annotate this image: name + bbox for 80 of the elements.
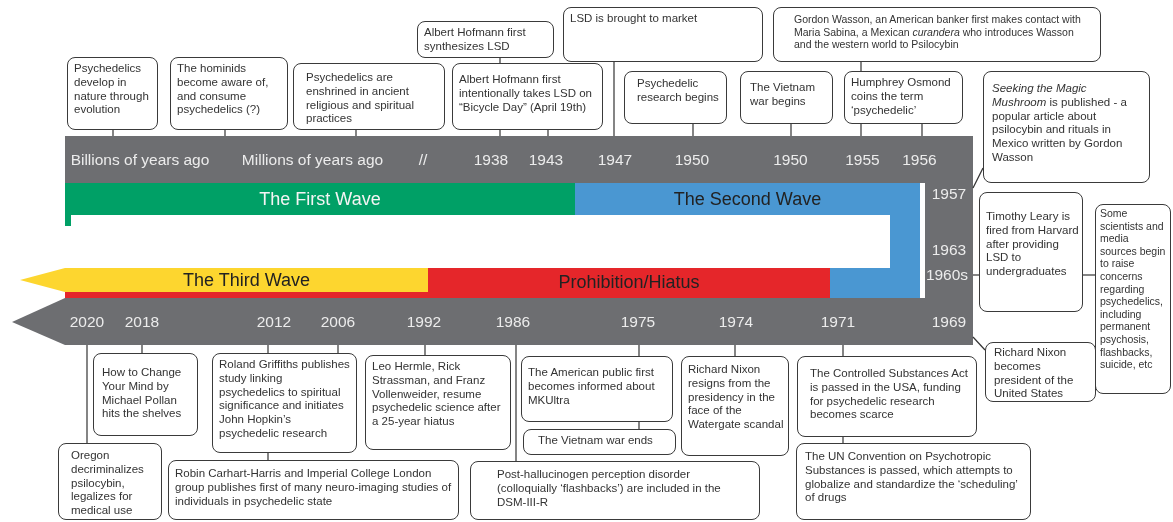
leader-line [267,452,269,461]
wave-label: Prohibition/Hiatus [558,271,700,293]
leader-line [141,344,143,354]
year-label: 2006 [320,312,356,331]
year-label: 1992 [406,312,442,331]
leader-line [638,344,640,357]
leader-line [860,123,862,137]
year-label: 1947 [597,150,633,169]
leader-line [790,123,792,137]
year-label: 1975 [620,312,656,331]
event-callout: The American public first becomes informed about MKUltra [521,356,673,422]
event-callout: The UN Convention on Psychotropic Substances is passed, which attempts to globalize and standardize the ‘scheduling’ of drugs [796,443,1031,520]
leader-line [86,344,88,444]
year-label: 2018 [124,312,160,331]
leader-line [638,421,640,430]
year-label: 1971 [820,312,856,331]
wave-label: The Second Wave [673,188,822,210]
year-label: 1969 [931,312,967,331]
leader-line [515,344,517,462]
leader-line [267,344,269,354]
event-callout: Albert Hofmann first synthesizes LSD [417,21,554,58]
leader-line [112,129,114,137]
year-label: 1963 [931,241,967,259]
event-callout: Post-hallucinogen perception disorder (colloquially ‘flashbacks’) are included in the DSM-III-R [470,461,760,520]
wave-label: The Third Wave [183,269,310,291]
era-break-mark: // [418,150,428,169]
year-label: 1986 [495,312,531,331]
leader-line [972,167,984,189]
event-callout: Psychedelics are enshrined in ancient religious and spiritual practices [293,63,445,130]
event-callout: Psychedelics develop in nature through evolution [67,57,158,130]
leader-line [224,129,226,137]
leader-line [499,57,501,64]
event-callout: LSD is brought to market [563,7,763,62]
year-label: 1960s [925,266,969,284]
leader-line [860,61,862,72]
year-label: 1957 [931,185,967,203]
leader-line [613,61,615,137]
event-callout: Oregon decriminalizes psilocybin, legalizes for medical use [58,443,162,520]
year-label: Billions of years ago [70,150,210,169]
leader-line [424,344,426,356]
leader-line [692,123,694,137]
event-callout: The Controlled Substances Act is passed in the USA, funding for psychedelic research becomes scarce [797,356,977,437]
event-callout: Seeking the Magic Mushroom is published - a popular article about psilocybin and rituals in Mexico written by Gordon Wasson [983,71,1150,183]
leader-line [734,344,736,357]
leader-line [972,274,980,276]
leader-line [921,123,923,137]
event-callout: Richard Nixon becomes president of the United States [985,342,1096,402]
leader-line [1082,274,1096,276]
event-callout: Timothy Leary is fired from Harvard after providing LSD to undergraduates [979,192,1083,312]
event-callout: Some scientists and media sources begin to raise concerns regarding psychedelics, including permanent psychosis, flashbacks, suicide, etc [1095,204,1171,394]
leader-line [842,436,844,444]
year-label: 1950 [674,150,710,169]
leader-line [337,344,339,354]
event-callout: Psychedelic research begins [624,71,727,124]
year-label: 1950 [773,150,808,169]
leader-line [355,129,357,137]
leader-line [547,129,549,137]
year-label: 1974 [718,312,754,331]
year-label: Millions of years ago [241,150,384,169]
event-callout: Humphrey Osmond coins the term ‘psychedelic’ [844,71,963,124]
year-label: 1956 [902,150,937,169]
leader-line [842,344,844,357]
year-label: 1943 [528,150,564,169]
year-label: 2020 [69,312,105,331]
event-callout: Richard Nixon resigns from the presidency in the face of the Watergate scandal [681,356,789,456]
leader-line [972,336,986,351]
event-callout: Gordon Wasson, an American banker first makes contact with Maria Sabina, a Mexican curandera who introduces Wasson and the western world to Psilocybin [773,7,1101,62]
event-callout: Robin Carhart-Harris and Imperial College London group publishes first of many neuro-imaging studies of individuals in psychedelic state [168,460,459,520]
event-callout: How to Change Your Mind by Michael Pollan hits the shelves [93,353,198,436]
event-callout: Leo Hermle, Rick Strassman, and Franz Vollenweider, resume psychedelic science after a 25-year hiatus [365,355,511,450]
year-label: 2012 [256,312,292,331]
wave-label: The First Wave [259,188,381,210]
event-callout: Albert Hofmann first intentionally takes LSD on “Bicycle Day” (April 19th) [452,63,603,130]
year-label: 1938 [473,150,509,169]
event-callout: The Vietnam war ends [523,429,676,455]
event-callout: Roland Griffiths publishes study linking psychedelics to spiritual significance and initiates John Hopkin’s psychedelic research [212,353,357,453]
event-callout: The hominids become aware of, and consume psychedelics (?) [170,57,288,130]
leader-line [499,129,501,137]
event-callout: The Vietnam war begins [740,71,833,124]
year-label: 1955 [845,150,880,169]
